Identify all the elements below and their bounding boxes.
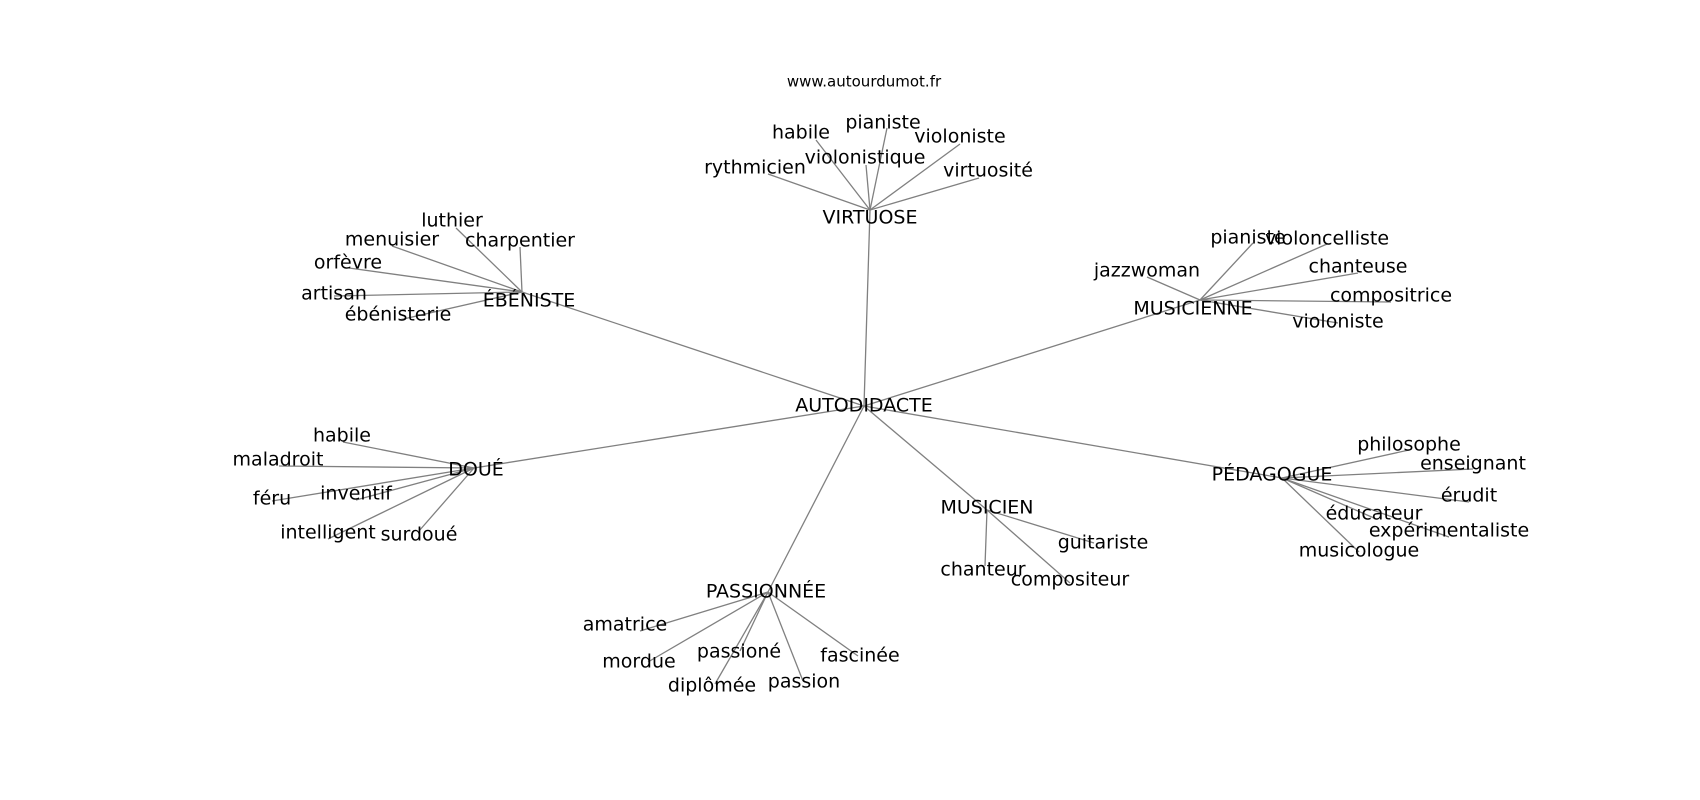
hub-word: VIRTUOSE bbox=[823, 207, 918, 229]
graph-edges bbox=[271, 127, 1474, 685]
leaf-word: maladroit bbox=[233, 449, 324, 471]
edge-center-4 bbox=[863, 405, 1283, 479]
leaf-word: habile bbox=[772, 122, 830, 144]
edge-leaf-2-4 bbox=[1199, 299, 1392, 303]
edge-leaf-0-2 bbox=[869, 143, 961, 211]
leaf-word: habile bbox=[313, 425, 371, 447]
edge-leaf-2-3 bbox=[1199, 272, 1359, 301]
leaf-word: violoncelliste bbox=[1265, 228, 1389, 250]
edge-center-3 bbox=[473, 405, 865, 469]
leaf-word: compositeur bbox=[1011, 569, 1130, 591]
edge-leaf-0-1 bbox=[869, 127, 888, 211]
leaf-word: compositrice bbox=[1330, 285, 1452, 307]
leaf-word: artisan bbox=[301, 283, 367, 305]
edge-leaf-3-2 bbox=[355, 467, 475, 501]
edge-leaf-4-0 bbox=[1281, 449, 1410, 479]
edge-leaf-4-2 bbox=[1281, 477, 1470, 503]
leaf-word: charpentier bbox=[465, 230, 575, 252]
leaf-word: pianiste bbox=[845, 112, 920, 134]
leaf-word: passioné bbox=[697, 641, 781, 663]
edge-leaf-1-3 bbox=[348, 267, 523, 293]
leaf-word: rythmicien bbox=[704, 157, 806, 179]
edge-leaf-6-0 bbox=[639, 591, 769, 632]
leaf-word: expérimentaliste bbox=[1369, 520, 1529, 542]
edge-center-1 bbox=[521, 291, 865, 407]
leaf-word: jazzwoman bbox=[1093, 260, 1200, 282]
leaf-word: violonistique bbox=[805, 147, 926, 169]
edge-leaf-3-0 bbox=[342, 441, 475, 469]
edge-leaf-3-4 bbox=[327, 467, 475, 540]
edge-leaf-6-3 bbox=[767, 591, 859, 657]
edge-leaf-0-4 bbox=[767, 173, 871, 211]
edge-leaf-1-4 bbox=[333, 291, 523, 297]
edge-center-0 bbox=[863, 209, 871, 407]
hub-word: DOUÉ bbox=[448, 458, 504, 481]
hub-word: MUSICIENNE bbox=[1133, 298, 1252, 320]
edge-leaf-0-5 bbox=[869, 177, 980, 211]
leaf-word: luthier bbox=[421, 210, 483, 232]
leaf-word: passion bbox=[768, 671, 840, 693]
leaf-word: inventif bbox=[320, 483, 393, 505]
edge-leaf-5-0 bbox=[986, 509, 1095, 544]
edge-leaf-6-2 bbox=[739, 591, 769, 652]
edge-leaf-2-2 bbox=[1146, 276, 1201, 301]
hub-word: MUSICIEN bbox=[940, 497, 1033, 519]
leaf-word: philosophe bbox=[1357, 434, 1461, 456]
leaf-word: mordue bbox=[602, 651, 675, 673]
edge-leaf-4-1 bbox=[1281, 468, 1474, 479]
edge-leaf-4-4 bbox=[1281, 477, 1450, 538]
leaf-word: pianiste bbox=[1210, 227, 1285, 249]
leaf-word: enseignant bbox=[1420, 453, 1526, 475]
leaf-word: fascinée bbox=[820, 645, 899, 667]
edge-leaf-0-0 bbox=[815, 139, 871, 211]
leaf-word: musicologue bbox=[1299, 540, 1420, 562]
edge-leaf-4-3 bbox=[1281, 477, 1375, 519]
edge-leaf-1-1 bbox=[391, 245, 523, 293]
edge-leaf-3-3 bbox=[271, 467, 475, 502]
edge-leaf-0-3 bbox=[865, 164, 871, 211]
hub-word: PÉDAGOGUE bbox=[1212, 463, 1333, 486]
edge-leaf-2-1 bbox=[1199, 243, 1328, 301]
leaf-word: violoniste bbox=[914, 126, 1005, 148]
hub-word: PASSIONNÉE bbox=[706, 580, 826, 603]
edge-leaf-5-2 bbox=[986, 509, 1071, 584]
leaf-word: violoniste bbox=[1292, 311, 1383, 333]
leaf-word: féru bbox=[253, 488, 291, 510]
leaf-word: menuisier bbox=[345, 229, 439, 251]
edge-leaf-1-0 bbox=[455, 227, 523, 293]
leaf-word: guitariste bbox=[1058, 532, 1149, 554]
leaf-word: surdoué bbox=[381, 524, 458, 546]
edge-leaf-2-0 bbox=[1199, 242, 1254, 301]
edge-center-5 bbox=[863, 405, 988, 511]
edge-leaf-2-5 bbox=[1199, 299, 1339, 324]
leaf-word: orfèvre bbox=[314, 252, 382, 274]
leaf-word: chanteur bbox=[940, 559, 1025, 581]
leaf-word: chanteuse bbox=[1309, 256, 1408, 278]
leaf-word: diplômée bbox=[668, 675, 756, 697]
edge-leaf-6-4 bbox=[714, 591, 769, 685]
edge-center-2 bbox=[863, 299, 1201, 407]
edge-leaf-6-5 bbox=[767, 591, 804, 682]
edge-leaf-3-5 bbox=[418, 467, 475, 532]
edge-leaf-1-5 bbox=[398, 291, 523, 321]
edge-center-6 bbox=[767, 405, 865, 593]
edge-leaf-3-1 bbox=[278, 465, 475, 469]
hub-word: ÉBÉNISTE bbox=[483, 289, 576, 312]
leaf-word: virtuosité bbox=[943, 160, 1033, 182]
center-word: AUTODIDACTE bbox=[795, 395, 933, 417]
edge-leaf-4-5 bbox=[1281, 477, 1360, 553]
edge-leaf-6-1 bbox=[647, 591, 769, 663]
edge-leaf-1-2 bbox=[519, 246, 523, 293]
leaf-word: ébénisterie bbox=[345, 304, 452, 326]
leaf-word: érudit bbox=[1441, 485, 1497, 507]
edge-leaf-5-1 bbox=[984, 509, 988, 567]
leaf-word: intelligent bbox=[280, 522, 376, 544]
leaf-word: amatrice bbox=[583, 614, 667, 636]
graph-labels: www.autourdumot.fr AUTODIDACTE VIRTUOSE ha… bbox=[233, 73, 1530, 697]
source-label: www.autourdumot.fr bbox=[787, 73, 942, 91]
leaf-word: éducateur bbox=[1326, 503, 1423, 525]
